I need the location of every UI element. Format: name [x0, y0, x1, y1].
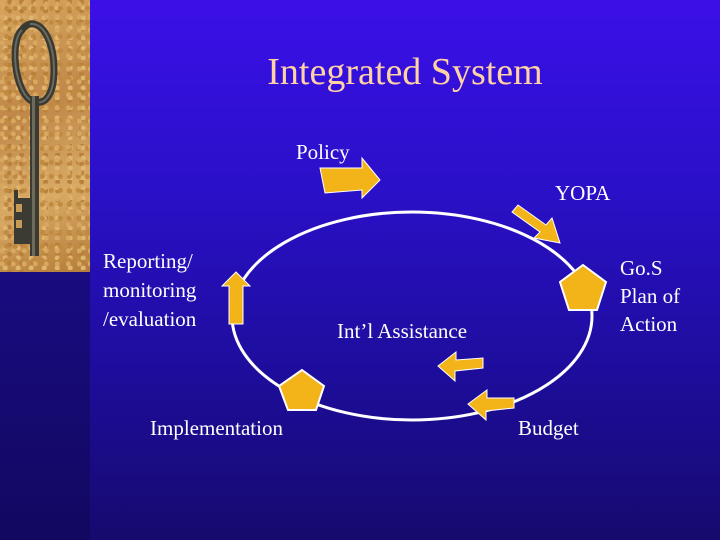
label-implementation: Implementation — [150, 416, 283, 440]
implementation-pentagon — [277, 368, 326, 411]
intl-assistance-arrow — [437, 350, 484, 383]
label-reporting-line3: /evaluation — [103, 307, 197, 331]
yopa-arrow — [511, 204, 561, 244]
label-intl-assistance: Int’l Assistance — [337, 319, 468, 343]
label-gos-plan: Go.S Plan of Action — [620, 254, 680, 338]
reporting-arrow — [220, 271, 252, 325]
antique-key-icon — [11, 20, 58, 256]
label-gos-plan-line2: Plan of — [620, 284, 681, 308]
label-reporting-line2: monitoring — [103, 278, 197, 302]
label-reporting-line1: Reporting/ — [103, 249, 193, 273]
label-gos-plan-line1: Go.S — [620, 256, 663, 280]
antique-key-photo — [0, 0, 90, 272]
label-policy: Policy — [296, 140, 350, 164]
label-budget: Budget — [518, 416, 579, 440]
label-gos-plan-line3: Action — [620, 312, 678, 336]
budget-arrow — [467, 389, 515, 422]
label-reporting: Reporting/ monitoring /evaluation — [103, 247, 196, 334]
label-yopa: YOPA — [555, 181, 611, 205]
slide-title: Integrated System — [267, 51, 543, 93]
slide-background — [90, 0, 720, 540]
policy-arrow — [319, 156, 381, 200]
gos-plan-pentagon — [558, 263, 608, 311]
